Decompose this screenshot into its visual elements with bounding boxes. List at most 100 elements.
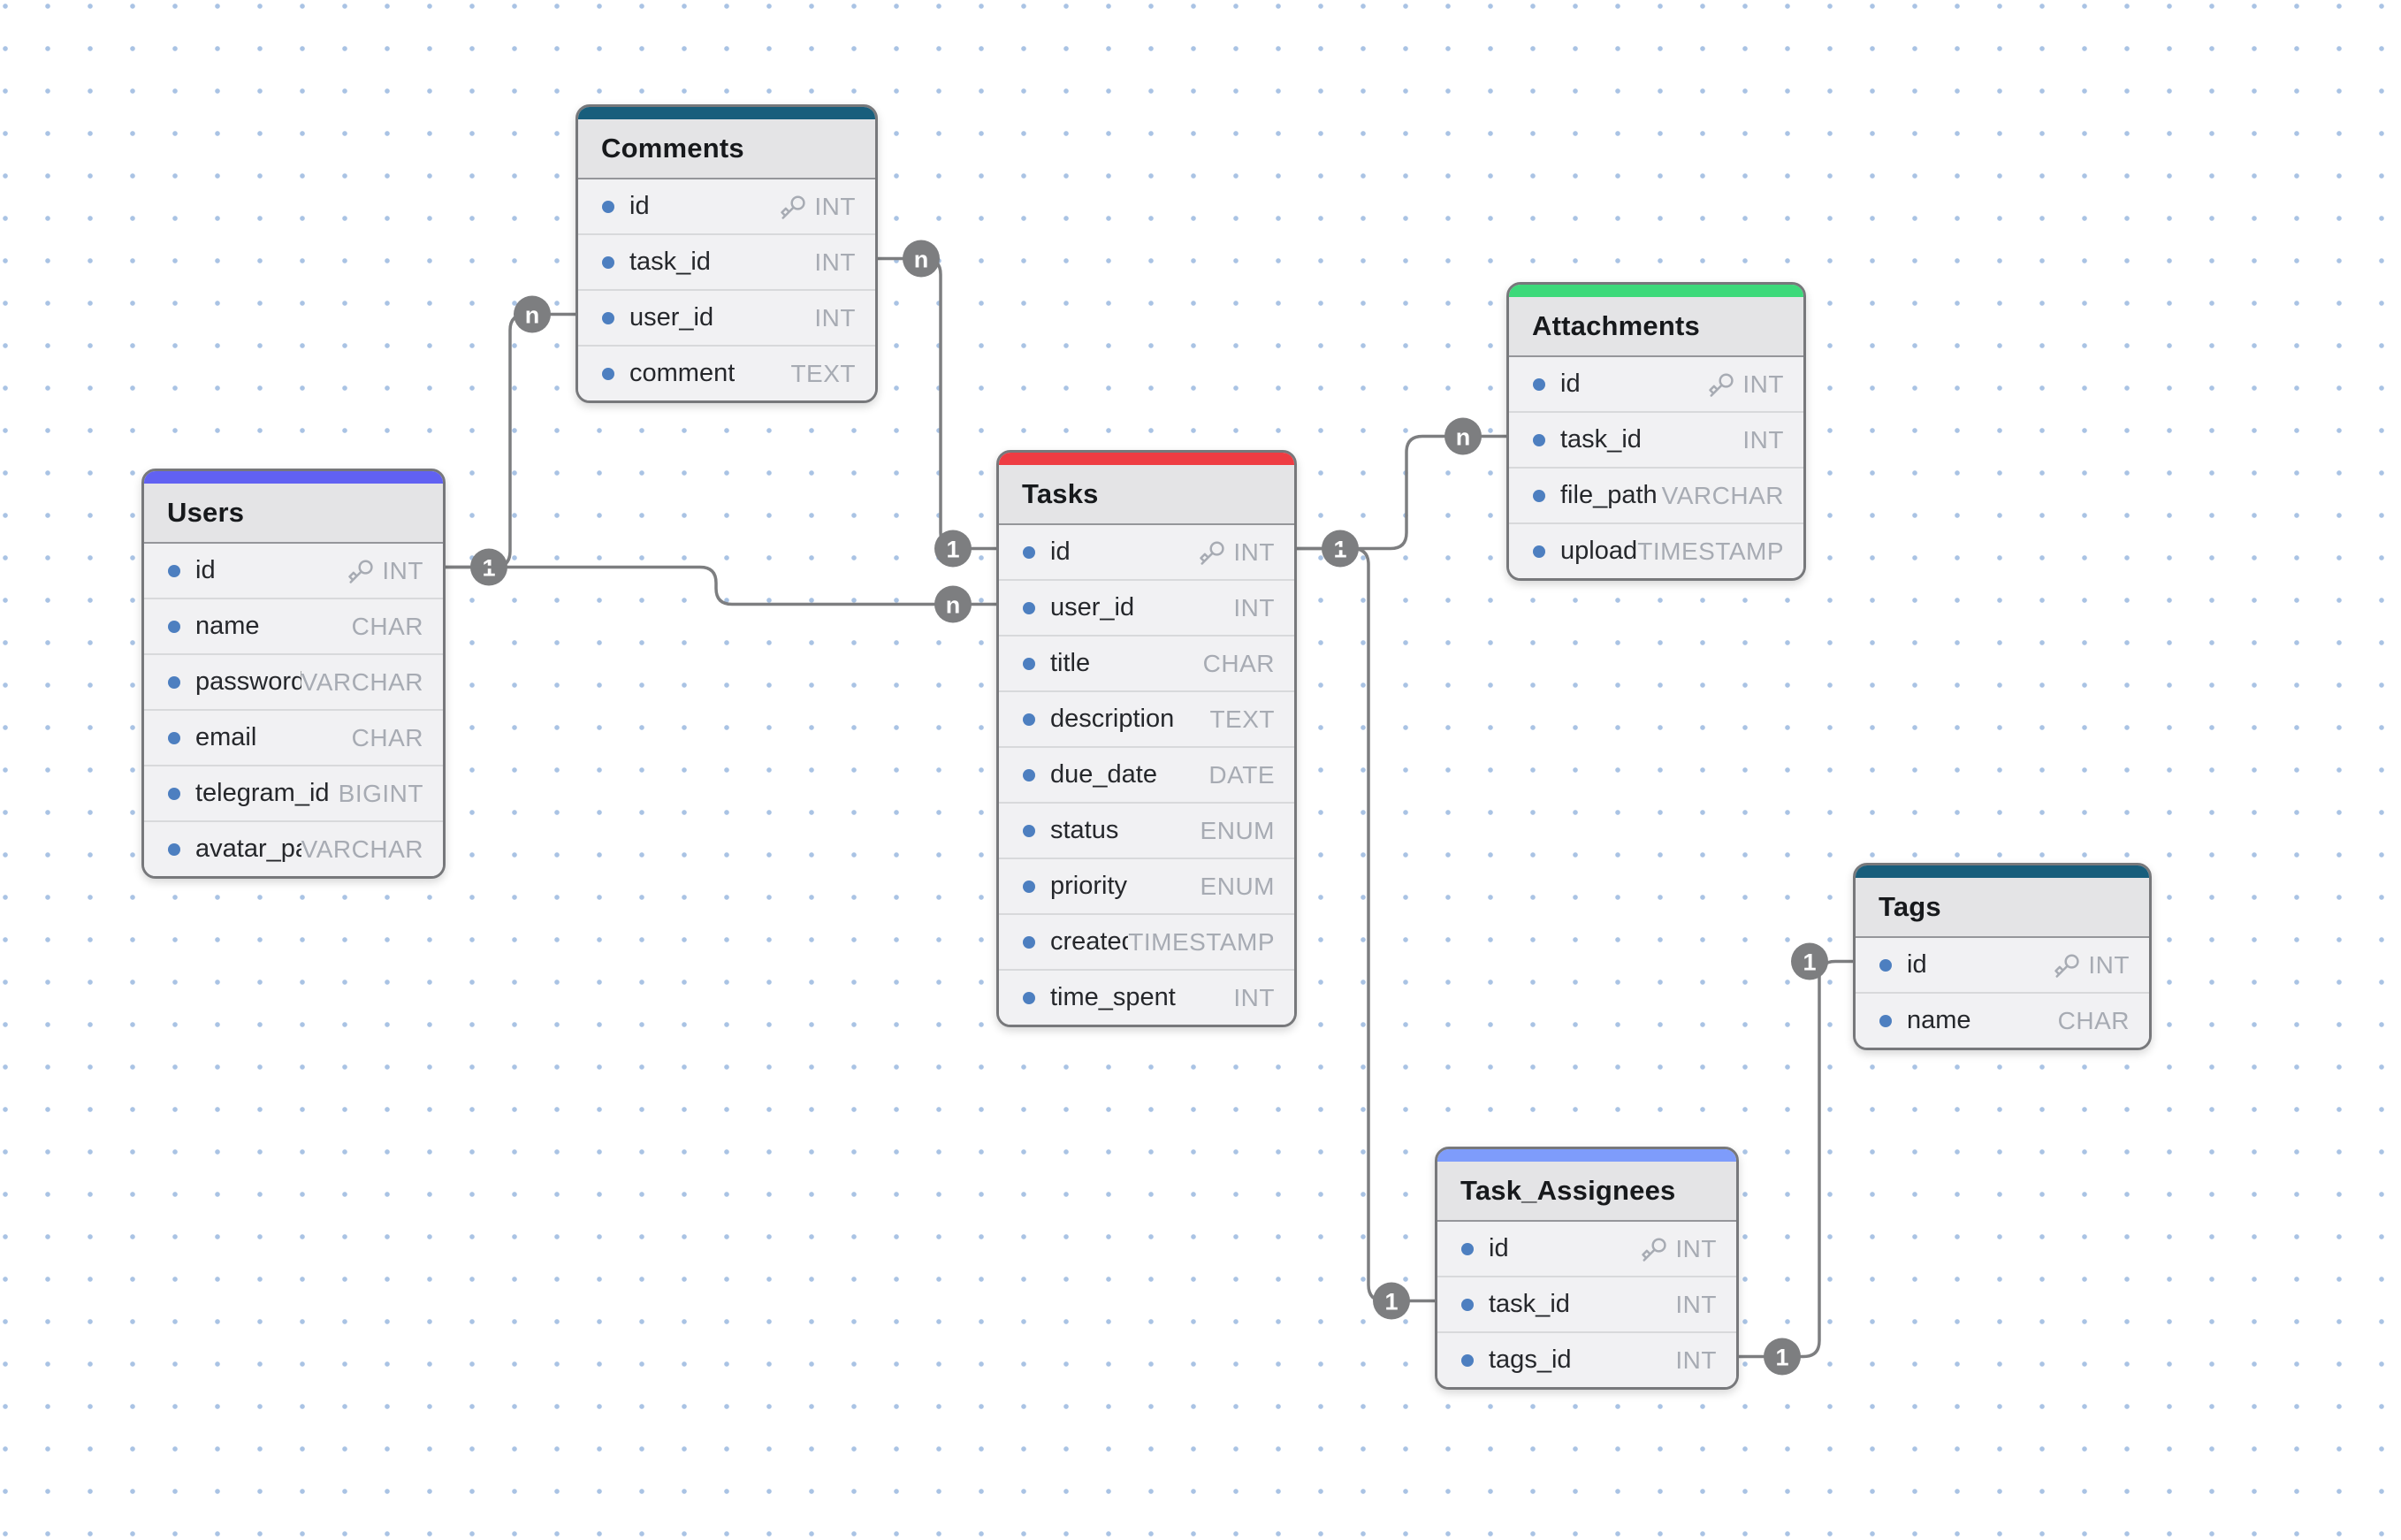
field-type: INT (1233, 537, 1275, 566)
table-title-bar[interactable]: Tasks (999, 465, 1294, 523)
field-meta: DATE (1208, 761, 1275, 789)
field-type: CHAR (351, 612, 423, 640)
field-dot-icon (168, 620, 180, 633)
field-row[interactable]: password VARCHAR (144, 653, 443, 709)
primary-key-icon (348, 560, 373, 583)
relationship-line[interactable] (444, 312, 577, 569)
field-dot-icon (168, 787, 180, 800)
cardinality-badge: 1 (1791, 942, 1828, 980)
field-row[interactable]: telegram_id BIGINT (144, 765, 443, 820)
field-row[interactable]: id INT (1509, 355, 1803, 411)
field-meta: CHAR (352, 613, 423, 641)
relationship-line[interactable] (876, 256, 998, 551)
table-tasks[interactable]: Tasks id INT user_id INT title CHAR desc… (996, 450, 1297, 1027)
table-header-strip (578, 107, 875, 119)
field-name: task_id (1489, 1290, 1570, 1318)
field-row[interactable]: task_id INT (1509, 411, 1803, 467)
field-type: CHAR (1202, 649, 1275, 677)
field-dot-icon (1023, 880, 1035, 893)
field-type: TEXT (790, 359, 856, 387)
field-type: INT (814, 303, 856, 332)
field-dot-icon (1461, 1298, 1474, 1311)
field-row[interactable]: email CHAR (144, 709, 443, 765)
field-row[interactable]: id INT (1437, 1220, 1736, 1276)
field-row[interactable]: id INT (1856, 936, 2149, 992)
field-row[interactable]: file_path VARCHAR (1509, 467, 1803, 522)
table-title-bar[interactable]: Attachments (1509, 297, 1803, 355)
field-name: telegram_id (195, 779, 330, 807)
field-type: INT (1233, 983, 1275, 1011)
field-name: id (629, 192, 650, 220)
field-meta: ENUM (1200, 873, 1275, 901)
table-title-bar[interactable]: Tags (1856, 878, 2149, 936)
field-name: name (1907, 1006, 1971, 1034)
field-meta: ENUM (1200, 817, 1275, 845)
table-title-bar[interactable]: Task_Assignees (1437, 1162, 1736, 1220)
primary-key-icon (2054, 954, 2079, 978)
relationship-line[interactable] (444, 565, 998, 606)
field-row[interactable]: comment TEXT (578, 345, 875, 400)
field-name: title (1050, 649, 1091, 677)
table-title-bar[interactable]: Users (144, 484, 443, 542)
field-name: upload... (1560, 537, 1638, 565)
primary-key-icon (1200, 541, 1224, 565)
field-name: id (1560, 370, 1581, 398)
field-type: INT (2088, 950, 2130, 979)
field-row[interactable]: name CHAR (144, 598, 443, 653)
field-row[interactable]: upload... TIMESTAMP (1509, 522, 1803, 578)
table-title: Attachments (1532, 310, 1700, 341)
field-name: id (1050, 537, 1071, 566)
field-row[interactable]: task_id INT (578, 233, 875, 289)
relationship-line[interactable] (1295, 546, 1437, 1303)
field-dot-icon (1023, 657, 1035, 670)
relationship-line[interactable] (1737, 959, 1855, 1359)
table-title-bar[interactable]: Comments (578, 119, 875, 178)
field-dot-icon (602, 255, 614, 269)
field-row[interactable]: name CHAR (1856, 992, 2149, 1048)
field-type: INT (1233, 593, 1275, 621)
field-dot-icon (1461, 1242, 1474, 1255)
field-type: INT (1675, 1290, 1717, 1318)
field-row[interactable]: id INT (999, 523, 1294, 579)
field-row[interactable]: tags_id INT (1437, 1331, 1736, 1387)
cardinality-badge: 1 (934, 530, 972, 568)
field-type: INT (1742, 425, 1784, 454)
field-dot-icon (602, 200, 614, 213)
field-dot-icon (1023, 991, 1035, 1004)
field-name: avatar_pa... (195, 835, 301, 863)
table-comments[interactable]: Comments id INT task_id INT user_id INT … (575, 104, 878, 403)
table-title: Task_Assignees (1460, 1175, 1676, 1206)
table-task_assignees[interactable]: Task_Assignees id INT task_id INT tags_i… (1435, 1147, 1739, 1390)
field-row[interactable]: avatar_pa... VARCHAR (144, 820, 443, 876)
field-type: INT (814, 248, 856, 276)
field-row[interactable]: time_spent INT (999, 969, 1294, 1025)
field-dot-icon (168, 731, 180, 744)
field-row[interactable]: id INT (578, 178, 875, 233)
field-row[interactable]: title CHAR (999, 635, 1294, 690)
field-row[interactable]: status ENUM (999, 802, 1294, 858)
table-fields: id INT user_id INT title CHAR descriptio… (999, 523, 1294, 1025)
table-attachments[interactable]: Attachments id INT task_id INT file_path… (1506, 282, 1806, 581)
field-row[interactable]: due_date DATE (999, 746, 1294, 802)
field-row[interactable]: description TEXT (999, 690, 1294, 746)
table-fields: id INT task_id INT tags_id INT (1437, 1220, 1736, 1387)
field-meta: VARCHAR (301, 668, 423, 697)
field-row[interactable]: priority ENUM (999, 858, 1294, 913)
field-row[interactable]: created... TIMESTAMP (999, 913, 1294, 969)
field-name: id (195, 556, 216, 584)
field-meta: TIMESTAMP (1128, 928, 1275, 957)
table-tags[interactable]: Tags id INT name CHAR (1853, 863, 2152, 1050)
cardinality-label: 1 (946, 537, 959, 563)
field-type: TIMESTAMP (1128, 927, 1275, 956)
field-dot-icon (168, 564, 180, 577)
table-users[interactable]: Users id INT name CHAR password VARCHAR … (141, 469, 446, 879)
field-row[interactable]: user_id INT (999, 579, 1294, 635)
field-row[interactable]: id INT (144, 542, 443, 598)
field-row[interactable]: user_id INT (578, 289, 875, 345)
relationship-line[interactable] (1295, 434, 1508, 551)
field-type: BIGINT (338, 779, 423, 807)
field-row[interactable]: task_id INT (1437, 1276, 1736, 1331)
field-meta: INT (1641, 1235, 1717, 1263)
